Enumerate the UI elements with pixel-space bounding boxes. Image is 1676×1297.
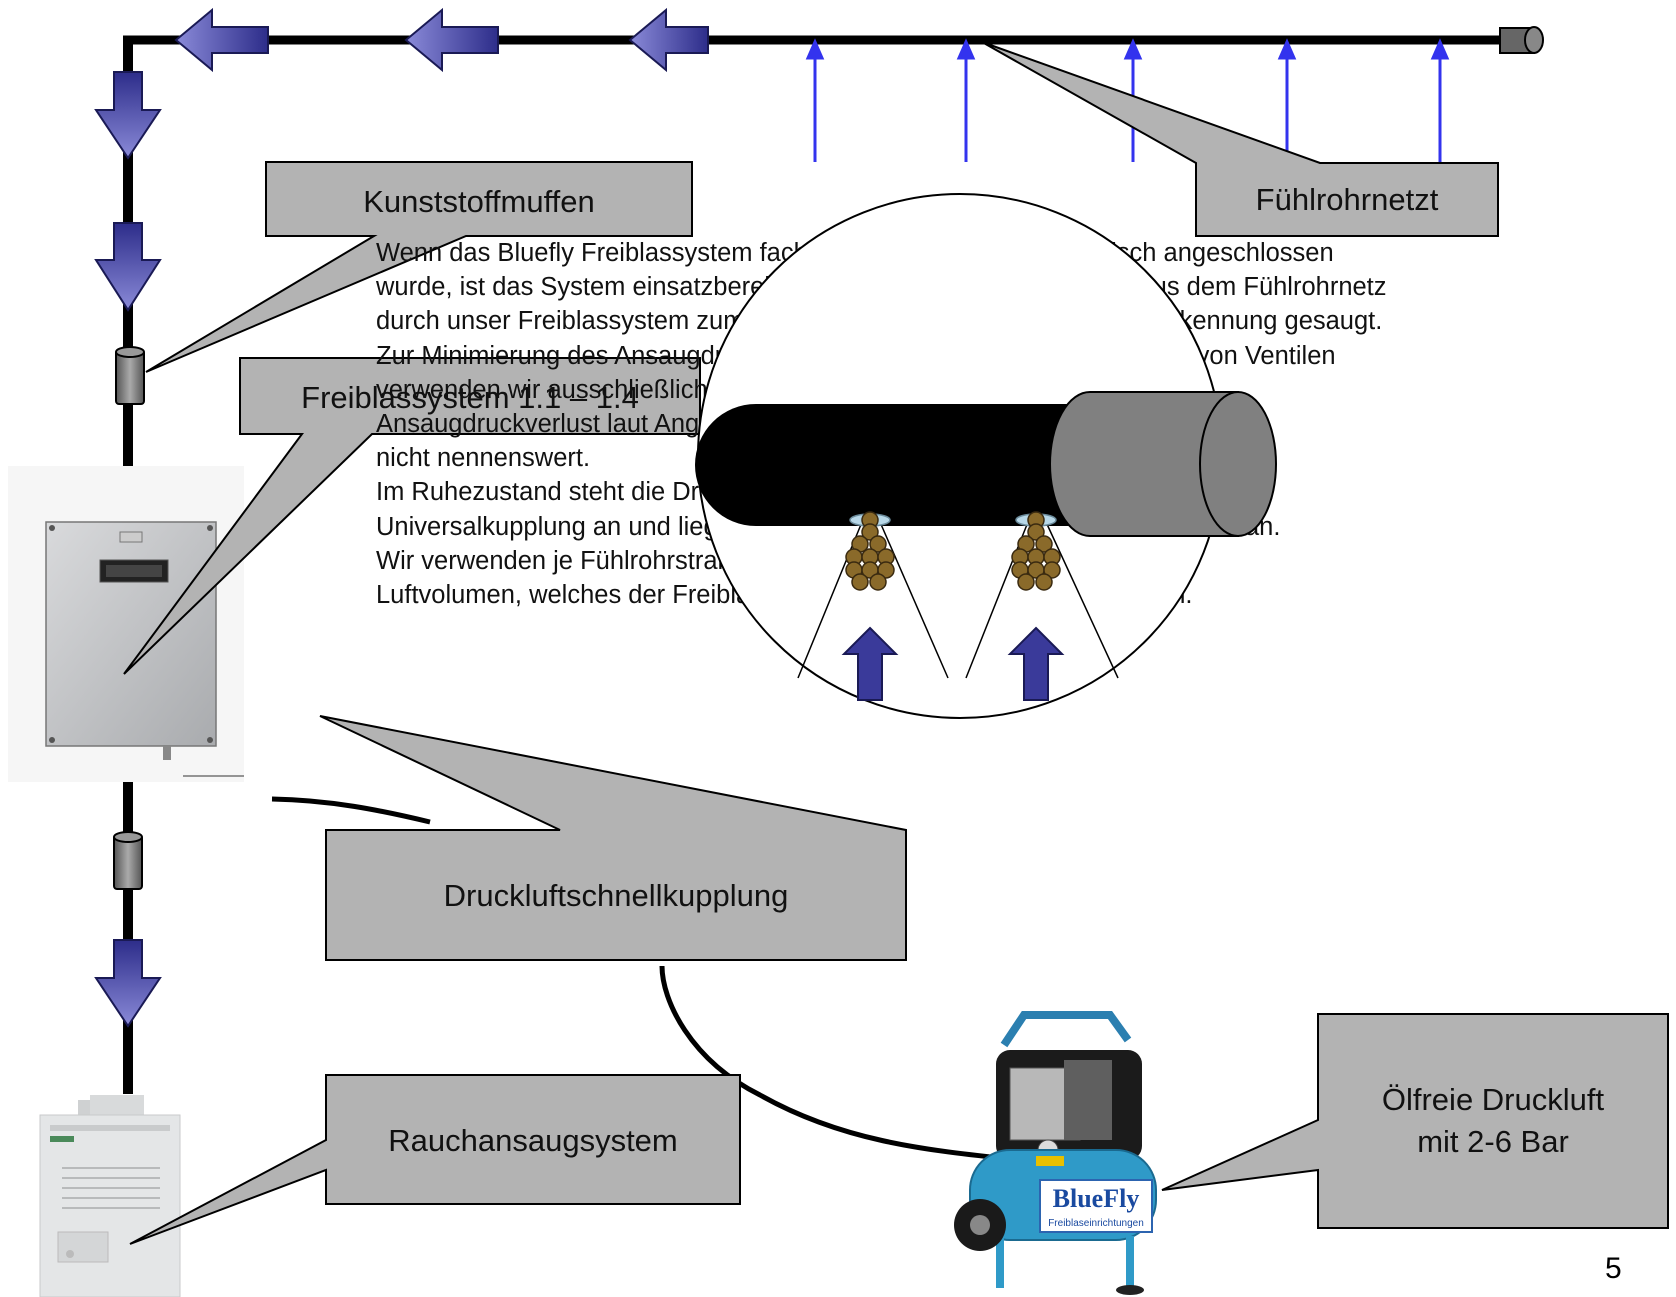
callout-oelfreie-line2: mit 2-6 Bar [1417,1124,1569,1159]
paragraph-line: wurde, ist das System einsatzbereit. Im … [376,273,1387,302]
paragraph-line: Ansaugdruckverlust laut Angaben der Hers… [376,410,1238,439]
pipe-end-cap [1499,26,1544,54]
callout-rauchansaugsystem: Rauchansaugsystem [129,1074,741,1245]
freiblassystem-cabinet [8,466,244,782]
flow-arrow-down [94,71,162,160]
paragraph-line: verwenden wir ausschließlich Ventile höc… [376,375,1179,404]
callout-oelfreie-druckluft: Ölfreie Druckluft mit 2-6 Bar [1161,1013,1669,1229]
intake-arrow [805,38,825,162]
flow-arrow-down [94,939,162,1028]
rauchansaugsystem-device [39,1095,181,1297]
paragraph-line: Im Ruhezustand steht die Druckluft über … [376,478,1102,507]
paragraph-line: Zur Minimierung des Ansaugdruckverlustes… [376,341,1336,370]
paragraph-line: nicht nennenswert. [376,444,591,473]
plastic-muff-lower [113,831,143,890]
air-compressor: BlueFly Freiblaseinrichtungen [954,1011,1157,1295]
callout-rauchansaugsystem-label: Rauchansaugsystem [388,1123,678,1158]
flow-arrow-left [628,7,709,73]
page-number: 5 [1605,1252,1622,1285]
plastic-muff-upper [115,346,145,405]
paragraph-line: Luftvolumen, welches der Freiblasvorgang… [376,581,1193,610]
callout-kunststoffmuffen-label: Kunststoffmuffen [363,184,595,219]
callout-oelfreie-line1: Ölfreie Druckluft [1382,1082,1605,1117]
intake-arrows [805,38,1450,162]
compressor-brand: BlueFly [1053,1184,1140,1213]
callout-druckluftschnellkupplung-label: Druckluftschnellkupplung [444,878,789,913]
callout-fuehlrohrnetz-label: Fühlrohrnetzt [1256,182,1439,217]
callout-kunststoffmuffen: Kunststoffmuffen [145,161,693,373]
callout-druckluftschnellkupplung: Druckluftschnellkupplung [319,715,907,961]
flow-arrows-vertical [94,71,162,1028]
paragraph-line: Wir verwenden je Fühlrohrstrang ein Druc… [376,546,1165,575]
paragraph-line: durch unser Freiblassystem zum Rauchansa… [376,307,1383,336]
flow-arrows-horizontal [174,7,709,73]
intake-arrow [956,38,976,162]
callout-freiblassystem-label: Freiblassystem 1.1 – 1.4 [301,380,639,415]
paragraph-line: Wenn das Bluefly Freiblassystem fachgere… [376,239,1334,267]
callout-fuehlrohrnetz: Fühlrohrnetzt [981,41,1499,237]
flow-arrow-down [94,222,162,312]
pressure-hose [271,796,1021,1163]
intake-arrow [1277,38,1297,162]
compressor-brand-sub: Freiblaseinrichtungen [1048,1218,1144,1229]
paragraph-line: Universalkupplung an und liegt bis zur A… [376,512,1281,541]
flow-arrow-left [174,7,269,73]
description-paragraph: Wenn das Bluefly Freiblassystem fachgere… [376,236,1676,612]
flow-arrow-left [404,7,499,73]
intake-arrow [1430,38,1450,162]
